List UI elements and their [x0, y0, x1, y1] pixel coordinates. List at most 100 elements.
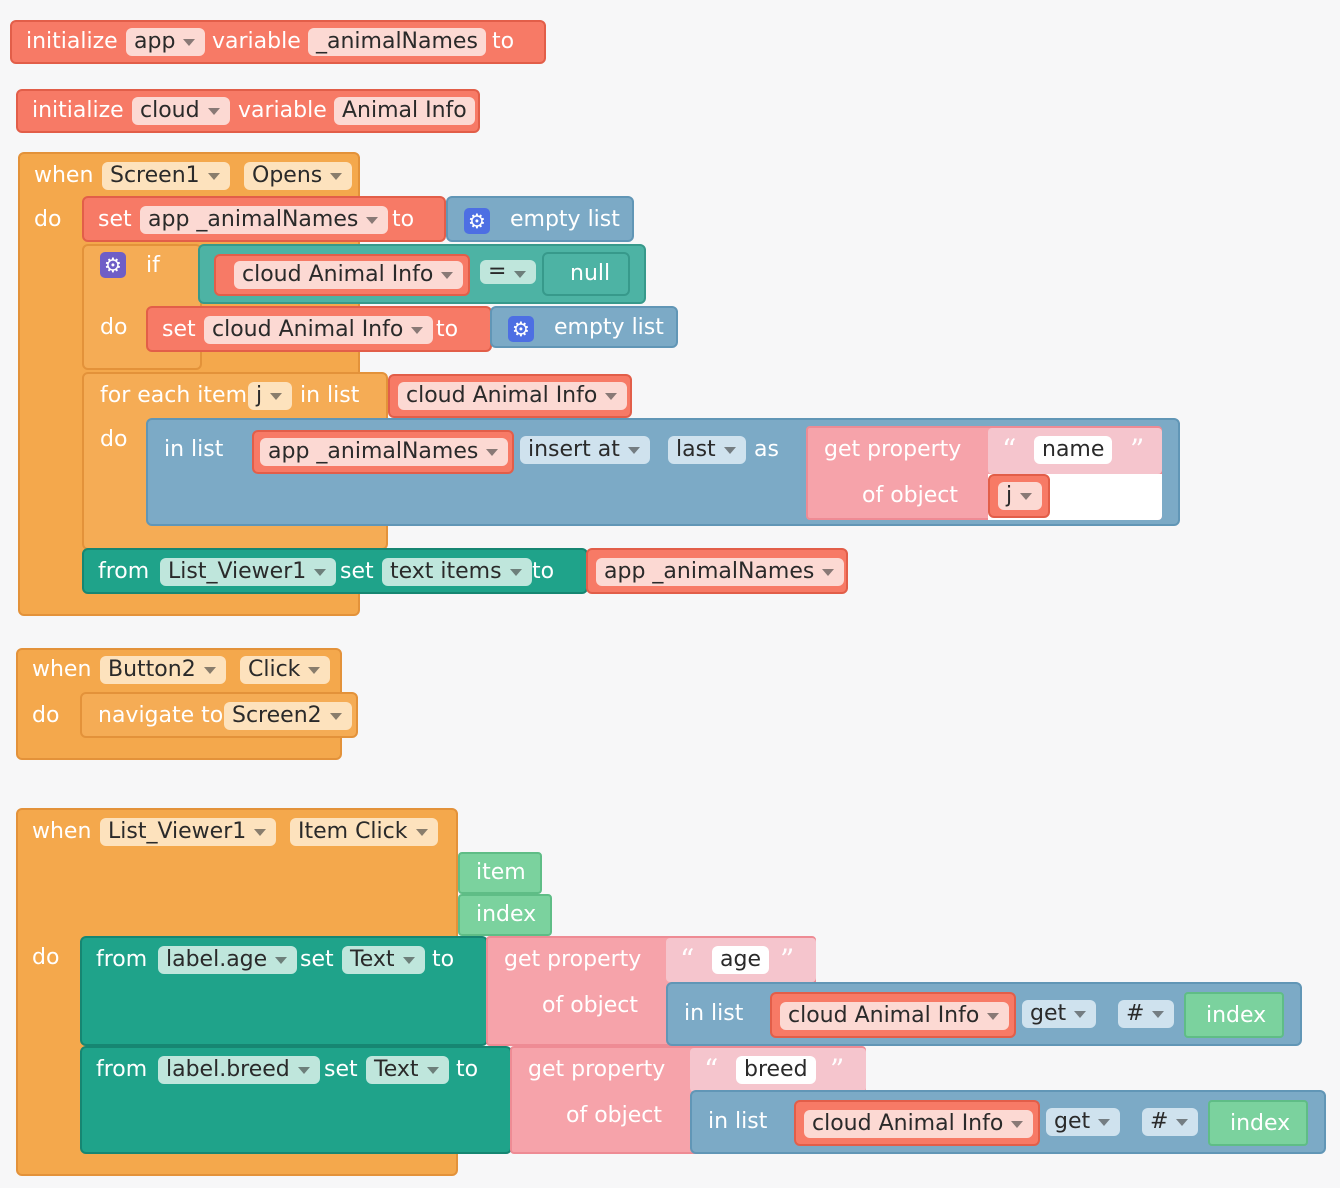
- param-item-block[interactable]: item: [458, 852, 542, 894]
- event-dropdown[interactable]: Opens: [244, 162, 353, 190]
- init-app-variable-block[interactable]: initialize app variable _animalNames to: [10, 20, 546, 64]
- null-label: null: [570, 261, 611, 286]
- set-label: set: [98, 207, 132, 232]
- get-property-label: get property: [504, 947, 642, 972]
- variable-dropdown[interactable]: app _animalNames: [260, 438, 509, 466]
- variable-dropdown[interactable]: cloud Animal Info: [780, 1002, 1010, 1030]
- set-label-age-block[interactable]: from label.age set Text to: [80, 936, 488, 1046]
- open-quote-icon: “: [1002, 433, 1017, 466]
- of-object-label: of object: [862, 483, 958, 508]
- scope-dropdown[interactable]: cloud: [132, 97, 230, 125]
- gear-icon[interactable]: ⚙: [464, 208, 490, 234]
- of-object-label: of object: [542, 993, 638, 1018]
- get-property-block[interactable]: get property of object “ name ”: [806, 426, 1162, 520]
- gear-icon[interactable]: ⚙: [508, 316, 534, 342]
- component-dropdown[interactable]: label.breed: [158, 1056, 320, 1084]
- get-animalnames-block[interactable]: app _animalNames: [252, 430, 514, 474]
- event-dropdown[interactable]: Item Click: [290, 818, 438, 846]
- to-label: to: [456, 1057, 479, 1082]
- variable-dropdown[interactable]: cloud Animal Info: [804, 1110, 1034, 1138]
- get-animal-info-block[interactable]: cloud Animal Info: [794, 1100, 1040, 1146]
- component-dropdown[interactable]: label.age: [158, 946, 298, 974]
- set-label: set: [340, 559, 374, 584]
- variable-dropdown[interactable]: app _animalNames: [596, 558, 845, 586]
- operator-dropdown[interactable]: =: [480, 260, 537, 284]
- from-label: from: [98, 559, 150, 584]
- property-dropdown[interactable]: Text: [342, 946, 425, 974]
- text-string-block[interactable]: “ name ”: [988, 428, 1162, 474]
- property-dropdown[interactable]: Text: [366, 1056, 449, 1084]
- variable-label: variable: [212, 29, 301, 54]
- string-value-field[interactable]: age: [712, 946, 769, 974]
- string-value-field[interactable]: name: [1034, 436, 1113, 464]
- to-label: to: [432, 947, 455, 972]
- get-property-label: get property: [528, 1057, 666, 1082]
- get-index-block[interactable]: index: [1184, 992, 1284, 1038]
- component-dropdown[interactable]: Screen1: [102, 162, 230, 190]
- empty-list-block[interactable]: ⚙ empty list: [446, 196, 634, 242]
- get-property-label: get property: [824, 437, 962, 462]
- when-label: when: [32, 819, 92, 844]
- property-dropdown[interactable]: text items: [382, 558, 532, 586]
- set-component-property-block[interactable]: from List_Viewer1 set text items to: [82, 548, 588, 594]
- variable-dropdown[interactable]: j: [998, 482, 1043, 510]
- when-label: when: [32, 657, 92, 682]
- insert-mode-dropdown[interactable]: insert at: [520, 436, 650, 464]
- set-animalnames-block[interactable]: set app _animalNames to: [82, 196, 446, 242]
- close-quote-icon: ”: [1130, 433, 1145, 466]
- get-property-block[interactable]: get property of object “ age ”: [486, 936, 816, 1046]
- component-dropdown[interactable]: List_Viewer1: [100, 818, 277, 846]
- null-block[interactable]: null: [542, 252, 630, 296]
- to-label: to: [436, 317, 459, 342]
- scope-dropdown[interactable]: app: [126, 28, 206, 56]
- gear-icon[interactable]: ⚙: [100, 252, 126, 278]
- param-label: item: [476, 860, 526, 885]
- variable-dropdown[interactable]: app _animalNames: [140, 206, 389, 234]
- text-string-block[interactable]: “ age ”: [666, 938, 816, 982]
- event-dropdown[interactable]: Click: [240, 656, 331, 684]
- index-label: index: [1230, 1111, 1291, 1136]
- to-label: to: [492, 29, 515, 54]
- close-quote-icon: ”: [830, 1053, 845, 1086]
- get-mode-dropdown[interactable]: get: [1022, 1000, 1097, 1028]
- set-animal-info-block[interactable]: set cloud Animal Info to: [146, 306, 492, 352]
- get-variable-block[interactable]: cloud Animal Info: [214, 254, 470, 296]
- do-label: do: [34, 207, 62, 232]
- set-label: set: [300, 947, 334, 972]
- get-j-block[interactable]: j: [988, 474, 1050, 518]
- select-list-item-block[interactable]: in list cloud Animal Info get # index: [690, 1090, 1326, 1154]
- when-label: when: [34, 163, 94, 188]
- variable-dropdown[interactable]: cloud Animal Info: [398, 382, 628, 410]
- set-label-breed-block[interactable]: from label.breed set Text to: [80, 1046, 512, 1154]
- component-dropdown[interactable]: Button2: [100, 656, 226, 684]
- loop-variable-dropdown[interactable]: j: [248, 382, 293, 410]
- empty-list-label: empty list: [554, 315, 664, 340]
- variable-name-field[interactable]: Animal Info: [334, 97, 475, 125]
- empty-list-block[interactable]: ⚙ empty list: [490, 306, 678, 348]
- navigate-to-block[interactable]: navigate to Screen2: [80, 692, 358, 738]
- position-dropdown[interactable]: last: [668, 436, 746, 464]
- string-value-field[interactable]: breed: [736, 1056, 816, 1084]
- for-each-label: for each item: [100, 383, 247, 408]
- in-list-label: in list: [164, 437, 224, 462]
- get-index-block[interactable]: index: [1208, 1100, 1308, 1146]
- get-animalnames-block[interactable]: app _animalNames: [586, 548, 848, 594]
- variable-dropdown[interactable]: cloud Animal Info: [234, 261, 464, 289]
- index-type-dropdown[interactable]: #: [1142, 1108, 1199, 1136]
- component-dropdown[interactable]: List_Viewer1: [160, 558, 337, 586]
- compare-block[interactable]: cloud Animal Info = null: [198, 244, 646, 304]
- close-quote-icon: ”: [780, 943, 795, 976]
- param-index-block[interactable]: index: [458, 894, 552, 936]
- index-type-dropdown[interactable]: #: [1118, 1000, 1175, 1028]
- to-label: to: [392, 207, 415, 232]
- get-mode-dropdown[interactable]: get: [1046, 1108, 1121, 1136]
- init-cloud-variable-block[interactable]: initialize cloud variable Animal Info: [16, 89, 480, 133]
- if-label: if: [146, 253, 160, 278]
- select-list-item-block[interactable]: in list cloud Animal Info get # index: [666, 982, 1302, 1046]
- get-animal-info-block[interactable]: cloud Animal Info: [770, 992, 1016, 1038]
- variable-name-field[interactable]: _animalNames: [308, 28, 486, 56]
- text-string-block[interactable]: “ breed ”: [690, 1048, 866, 1092]
- get-animal-info-block[interactable]: cloud Animal Info: [388, 374, 632, 418]
- variable-dropdown[interactable]: cloud Animal Info: [204, 316, 434, 344]
- screen-dropdown[interactable]: Screen2: [224, 702, 352, 730]
